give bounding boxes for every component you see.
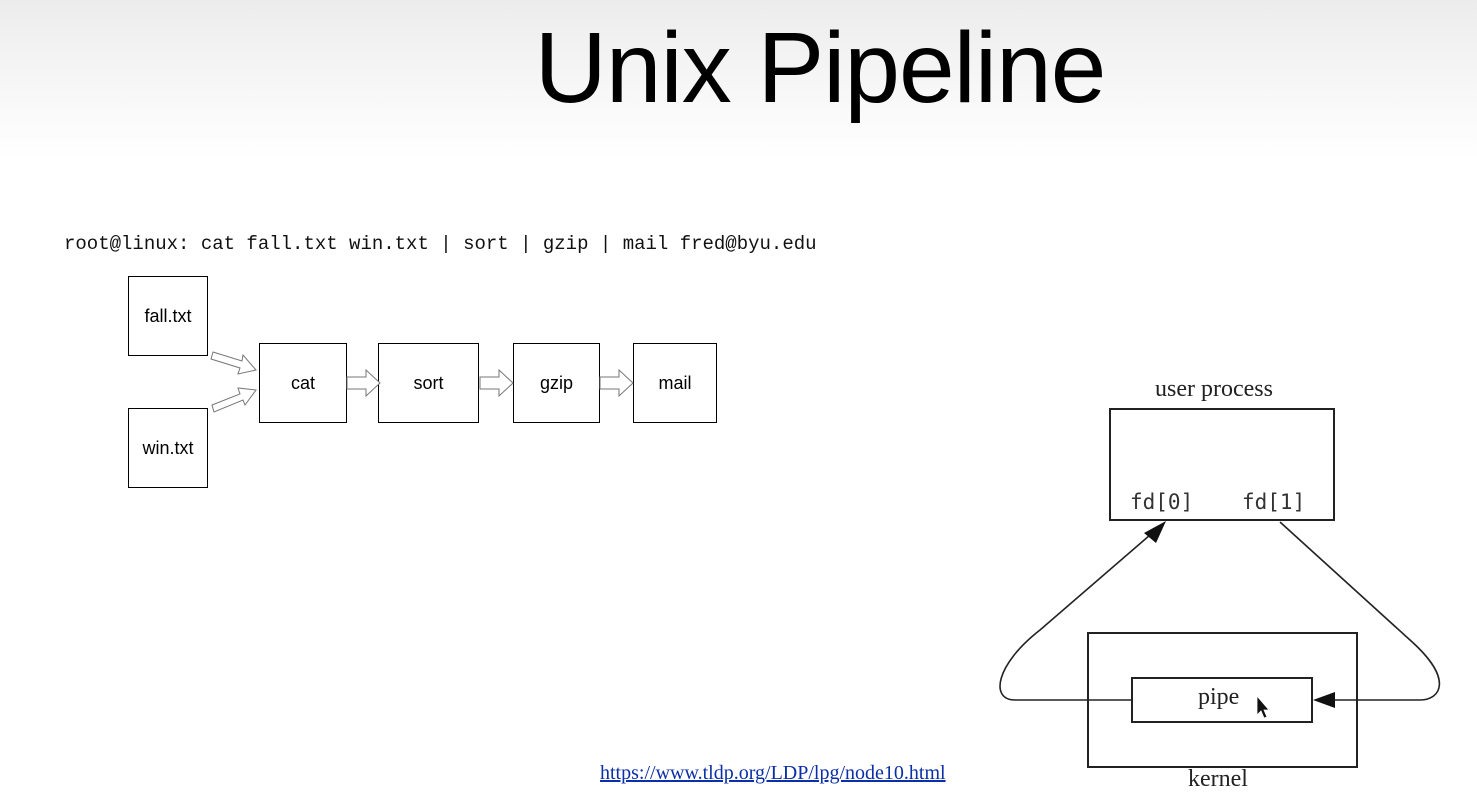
hollow-arrow-icon (210, 351, 257, 375)
hollow-arrow-icon (211, 387, 257, 413)
source-link[interactable]: https://www.tldp.org/LDP/lpg/node10.html (600, 762, 946, 784)
pipe-label: pipe (1198, 684, 1240, 710)
input-file-win: win.txt (128, 408, 208, 488)
stage-cat-label: cat (290, 372, 315, 393)
input-file-fall-label: fall.txt (144, 305, 192, 326)
stage-gzip-label: gzip (539, 372, 574, 393)
hollow-arrow-icon (479, 368, 514, 398)
input-file-fall: fall.txt (128, 276, 208, 356)
stage-mail-label: mail (658, 372, 692, 393)
page-title: Unix Pipeline (534, 12, 1107, 124)
user-process-box (1109, 408, 1335, 521)
pipe-box (1131, 677, 1313, 723)
stage-gzip: gzip (513, 343, 600, 423)
write-flow-line (1279, 521, 1441, 701)
hollow-arrow-icon (599, 368, 634, 398)
arrowhead-icon (1313, 692, 1335, 708)
stage-sort: sort (378, 343, 479, 423)
mouse-pointer-icon (1256, 694, 1270, 719)
kernel-label: kernel (1188, 766, 1248, 792)
title-band (0, 0, 1477, 160)
fd1-label: fd[1] (1242, 490, 1306, 514)
hollow-arrow-icon (346, 368, 381, 398)
read-flow-line (999, 534, 1151, 701)
stage-sort-label: sort (413, 372, 444, 393)
input-file-win-label: win.txt (142, 437, 194, 458)
arrowhead-icon (1144, 521, 1166, 543)
stage-cat: cat (259, 343, 347, 423)
stage-mail: mail (633, 343, 717, 423)
user-process-label: user process (1155, 376, 1273, 402)
fd0-label: fd[0] (1130, 490, 1194, 514)
shell-command: root@linux: cat fall.txt win.txt | sort … (64, 233, 817, 255)
